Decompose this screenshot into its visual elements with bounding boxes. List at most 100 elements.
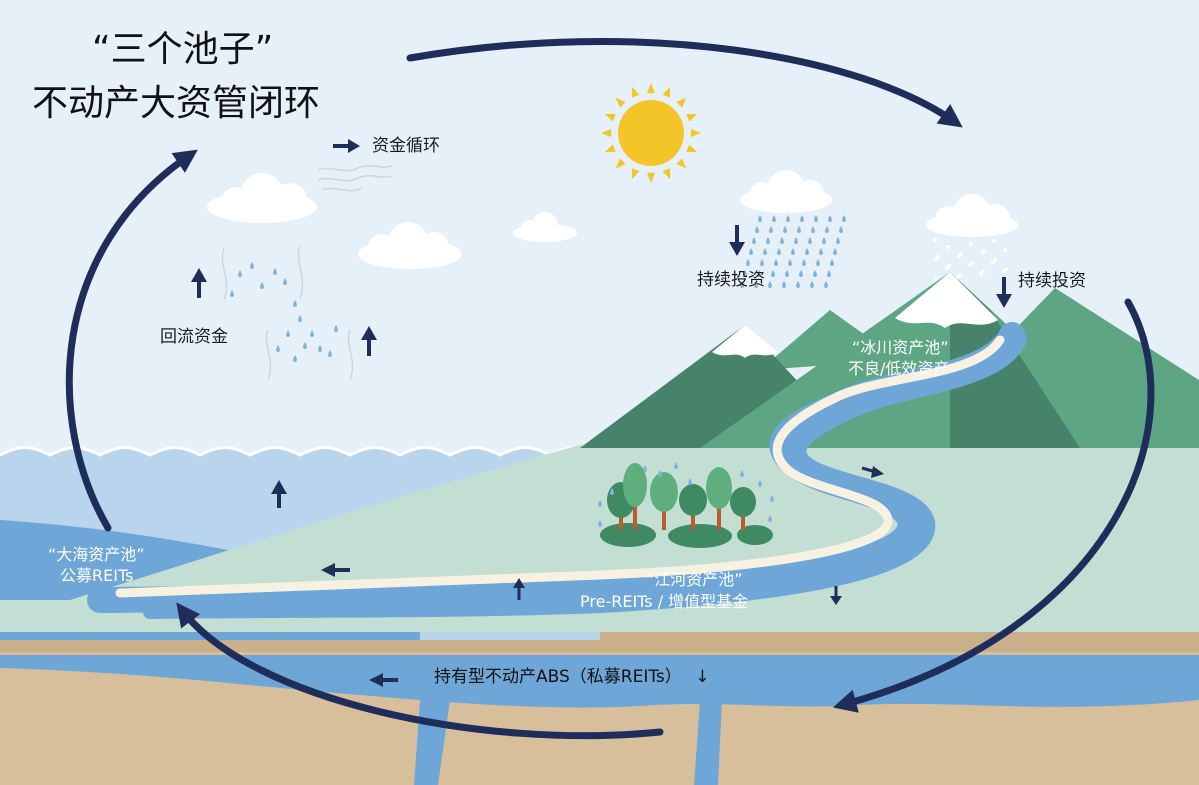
return-up-arrow-right-icon bbox=[361, 326, 377, 356]
rain-drop bbox=[598, 520, 602, 527]
rain-drop bbox=[805, 248, 809, 255]
cloud-center-icon bbox=[358, 222, 462, 269]
sun-ray bbox=[615, 97, 626, 108]
rain-drop bbox=[836, 237, 840, 244]
rain-drop bbox=[250, 262, 254, 269]
cloud-snow-icon bbox=[926, 194, 1018, 237]
rain-drop bbox=[771, 270, 775, 277]
rain-drop bbox=[298, 315, 302, 322]
rain-drops bbox=[230, 215, 1008, 527]
river-up-arrow-icon bbox=[513, 578, 525, 600]
sun-ray bbox=[686, 113, 698, 122]
rain-drop bbox=[293, 355, 297, 362]
sea-pool-name: “大海资产池” bbox=[48, 545, 145, 564]
flow-arrows bbox=[191, 139, 1012, 687]
sea-wave-line bbox=[0, 446, 601, 457]
underground-pool-text: 持有型不动产ABS（私募REITs） bbox=[434, 667, 682, 687]
snow-flake bbox=[993, 258, 997, 262]
rain-drop bbox=[674, 462, 678, 469]
rain-drop bbox=[643, 465, 647, 472]
snow-flake bbox=[946, 245, 950, 249]
rain-drop bbox=[260, 282, 264, 289]
rain-drop bbox=[842, 215, 846, 222]
rain-drop bbox=[780, 237, 784, 244]
rain-drop bbox=[797, 226, 801, 233]
rain-drop bbox=[286, 330, 290, 337]
snow-flake bbox=[933, 238, 937, 242]
rain-drop bbox=[763, 248, 767, 255]
sun-ray bbox=[676, 158, 687, 169]
cloud-rain-icon bbox=[740, 170, 832, 213]
sun-ray bbox=[662, 86, 671, 98]
legend-label: 资金循环 bbox=[372, 136, 440, 156]
river-pool-name: “江河资产池” bbox=[646, 570, 743, 589]
rain-drop bbox=[770, 495, 774, 502]
cycle-arrow-top bbox=[406, 37, 963, 128]
rain-drop bbox=[318, 345, 322, 352]
rain-drop bbox=[334, 325, 338, 332]
underground-down-arrow-icon: ↓ bbox=[695, 667, 710, 687]
river-left-arrow-icon bbox=[321, 563, 350, 577]
rain-drop bbox=[824, 281, 828, 288]
glacier-pool-desc: 不良/低效资产 bbox=[848, 359, 950, 378]
sun-icon bbox=[601, 83, 701, 183]
rain-drop bbox=[276, 345, 280, 352]
snow-flake bbox=[1004, 267, 1008, 271]
sun-ray bbox=[690, 129, 701, 137]
sun-ray bbox=[615, 158, 626, 169]
rain-drop bbox=[794, 237, 798, 244]
cycle-arrow-bottom bbox=[176, 602, 664, 740]
rain-drop bbox=[273, 268, 277, 275]
rain-drop bbox=[238, 270, 242, 277]
snow-flake bbox=[936, 255, 940, 259]
sun-ray bbox=[676, 97, 687, 108]
rain-drop bbox=[799, 270, 803, 277]
rain-drop bbox=[825, 226, 829, 233]
glacier-right-arrow-icon bbox=[861, 466, 884, 478]
rain-drop bbox=[754, 281, 758, 288]
rain-drop bbox=[293, 300, 297, 307]
forest bbox=[600, 463, 773, 548]
rain-drop bbox=[808, 237, 812, 244]
rain-drop bbox=[688, 478, 692, 485]
rain-drop bbox=[610, 488, 614, 495]
snow-flake bbox=[958, 273, 962, 277]
snow-cap-middle bbox=[895, 272, 998, 328]
rain-drop bbox=[830, 259, 834, 266]
rain-drop bbox=[769, 226, 773, 233]
diagram-title-line2: 不动产大资管闭环 bbox=[32, 83, 321, 124]
rain-drop bbox=[598, 500, 602, 507]
rain-drop bbox=[768, 515, 772, 522]
river-pool-desc: Pre-REITs / 增值型基金 bbox=[580, 592, 749, 611]
rain-drop bbox=[283, 278, 287, 285]
rain-drop bbox=[740, 470, 744, 477]
sun-ray bbox=[647, 83, 655, 94]
rain-drop bbox=[833, 248, 837, 255]
rain-drop bbox=[783, 226, 787, 233]
rain-drop bbox=[816, 259, 820, 266]
rain-drop bbox=[749, 248, 753, 255]
sun-ray bbox=[604, 144, 616, 153]
sun-ray bbox=[604, 113, 616, 122]
rain-drop bbox=[740, 281, 744, 288]
sun-ray bbox=[601, 129, 612, 137]
sea-up-arrow-icon bbox=[271, 480, 287, 508]
invest-down-arrow-left-icon bbox=[729, 225, 745, 256]
cycle-arrow-right bbox=[832, 298, 1155, 713]
heat-haze-lines bbox=[221, 164, 393, 381]
rain-drop bbox=[328, 350, 332, 357]
diagram-title-line1: “三个池子” bbox=[92, 29, 274, 70]
rain-drop bbox=[813, 270, 817, 277]
river-water bbox=[143, 333, 1027, 619]
rain-drop bbox=[788, 259, 792, 266]
underground-channel-right bbox=[694, 700, 722, 785]
cloud-small-icon bbox=[513, 212, 577, 242]
legend-arrow-icon bbox=[333, 139, 360, 153]
rain-drop bbox=[796, 281, 800, 288]
river bbox=[87, 322, 1025, 613]
snow-flake bbox=[935, 276, 939, 280]
rain-drop bbox=[785, 270, 789, 277]
underground-water bbox=[0, 655, 1199, 708]
